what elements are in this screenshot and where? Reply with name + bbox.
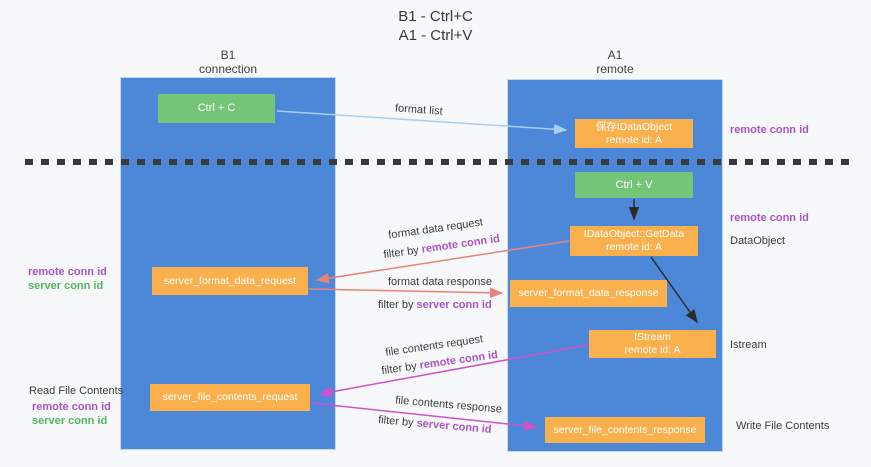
title-line-2: A1 - Ctrl+V	[398, 27, 473, 44]
save-idataobject-line2: remote id: A	[605, 133, 663, 146]
server-file-contents-response-label: server_file_contents_response	[553, 423, 697, 436]
server-format-data-request-label: server_format_data_request	[164, 274, 296, 287]
filter-by-server-conn-id-label-2: filter by server conn id	[378, 414, 492, 436]
session-separator-dashed-line	[25, 159, 851, 165]
server-format-data-response-box: server_format_data_response	[510, 280, 667, 307]
filter-by-prefix-1: filter by	[382, 243, 423, 262]
server-file-contents-request-label: server_file_contents_request	[162, 391, 298, 403]
idataobject-getdata-box: IDataObject::GetData remote id: A	[570, 226, 698, 256]
ctrl-v-box: Ctrl + V	[575, 172, 693, 198]
save-idataobject-line1: 保存IDataObject	[595, 120, 673, 133]
idataobject-getdata-line1: IDataObject::GetData	[583, 228, 685, 240]
ctrl-v-label: Ctrl + V	[615, 178, 653, 191]
ctrl-c-box: Ctrl + C	[158, 94, 275, 123]
filter-by-prefix-4: filter by	[377, 414, 418, 430]
format-list-label: format list	[394, 102, 444, 118]
right-column-header-line2: remote	[596, 62, 634, 76]
server-format-data-response-label: server_format_data_response	[518, 287, 659, 299]
ctrl-c-label: Ctrl + C	[197, 102, 236, 114]
left-column-header-line2: connection	[198, 62, 258, 76]
filter-by-server-conn-id-label-1: filter by server conn id	[378, 299, 492, 311]
istream-line1: IStream	[634, 331, 671, 343]
right-column-header-line1: A1	[607, 48, 623, 62]
format-data-response-arrow	[308, 287, 504, 299]
write-file-contents-label: Write File Contents	[736, 420, 830, 432]
istream-line2: remote id: A	[624, 344, 681, 356]
save-idataobject-box: 保存IDataObject remote id: A	[575, 119, 693, 148]
conn-id-label-block-2: remote conn id server conn id	[32, 400, 111, 428]
filter-by-prefix-3: filter by	[380, 359, 421, 378]
remote-conn-id-label-left-2: remote conn id	[32, 401, 111, 413]
filter-by-id-2: server conn id	[416, 299, 492, 311]
left-column-header: B1 connection	[120, 48, 336, 76]
remote-conn-id-label-left-1: remote conn id	[28, 266, 107, 278]
file-contents-response-label: file contents response	[394, 394, 503, 416]
server-file-contents-response-box: server_file_contents_response	[545, 417, 705, 443]
remote-conn-id-label-top-right: remote conn id	[730, 124, 809, 136]
diagram-title: B1 - Ctrl+C A1 - Ctrl+V	[0, 7, 871, 45]
idataobject-getdata-line2: remote id: A	[605, 241, 663, 253]
left-column-header-line1: B1	[220, 48, 236, 62]
istream-box: IStream remote id: A	[589, 330, 716, 358]
remote-conn-id-label-mid-right: remote conn id	[730, 212, 809, 224]
server-conn-id-label-left-2: server conn id	[32, 415, 108, 427]
conn-id-label-block-1: remote conn id server conn id	[28, 265, 107, 293]
format-data-response-label: format data response	[388, 276, 492, 288]
server-file-contents-request-box: server_file_contents_request	[150, 384, 310, 411]
filter-by-prefix-2: filter by	[378, 299, 417, 311]
filter-by-id-1: remote conn id	[420, 232, 501, 256]
server-conn-id-label-left-1: server conn id	[28, 280, 104, 292]
dataobject-label: DataObject	[730, 235, 786, 247]
read-file-contents-label: Read File Contents	[29, 385, 124, 397]
filter-by-id-4: server conn id	[416, 417, 493, 436]
istream-side-label: Istream	[730, 339, 767, 351]
server-format-data-request-box: server_format_data_request	[152, 267, 308, 295]
right-column-header: A1 remote	[507, 48, 723, 76]
title-line-1: B1 - Ctrl+C	[398, 8, 473, 25]
